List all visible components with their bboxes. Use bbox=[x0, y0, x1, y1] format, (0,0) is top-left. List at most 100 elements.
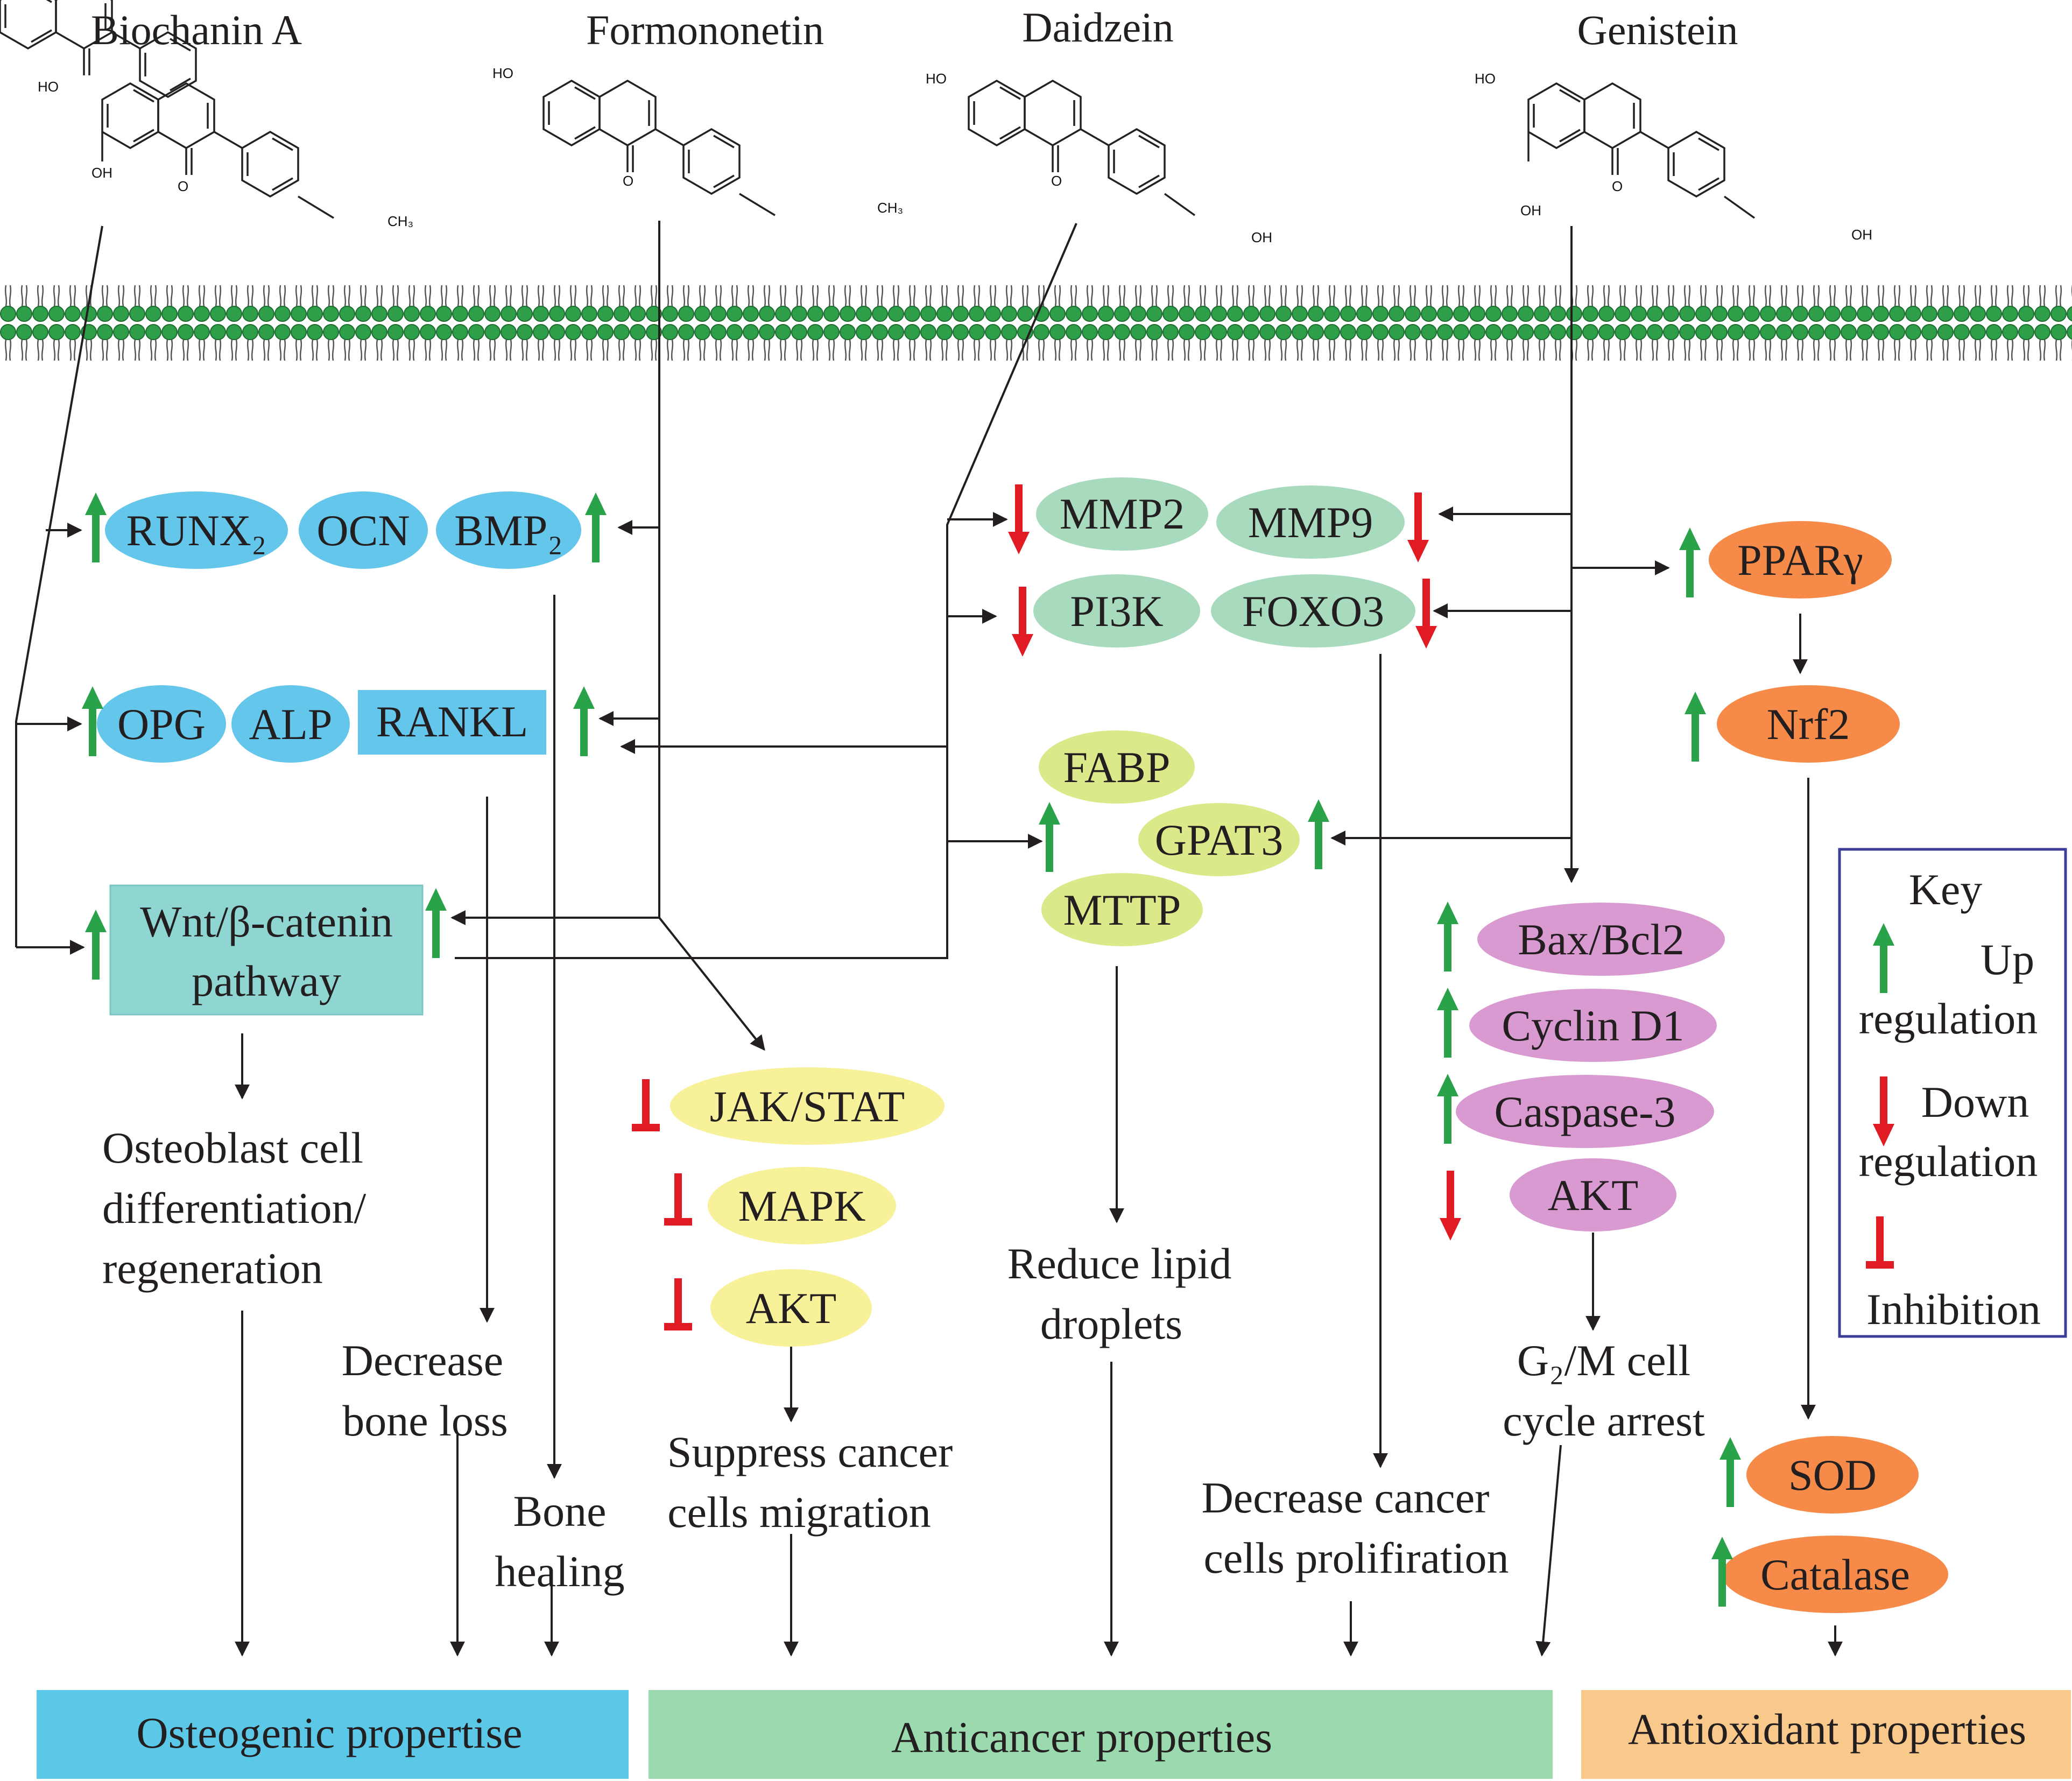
key-up-line1: Up bbox=[1981, 935, 2034, 984]
akt-pink-node bbox=[1510, 1158, 1676, 1231]
biochanin-oh-label: OH bbox=[91, 165, 112, 181]
sod-label: SOD bbox=[1788, 1451, 1877, 1500]
fabp-label: FABP bbox=[1063, 743, 1170, 792]
cell-cycle-line2: cycle arrest bbox=[1503, 1396, 1705, 1445]
anticancer-label: Anticancer properties bbox=[891, 1713, 1272, 1762]
formononetin-ho-label: HO bbox=[492, 65, 513, 81]
key-title: Key bbox=[1909, 865, 1983, 914]
jakstat-label: JAK/STAT bbox=[710, 1082, 905, 1131]
sod-node bbox=[1746, 1436, 1919, 1514]
daidzein-oh-label: OH bbox=[1251, 229, 1272, 245]
osteogenic-bar bbox=[37, 1690, 629, 1779]
bone-healing-line2: healing bbox=[495, 1547, 624, 1596]
compound-title-genistein: Genistein bbox=[1577, 6, 1738, 53]
caspase3-node bbox=[1456, 1075, 1714, 1148]
key-down-line1: Down bbox=[1921, 1078, 2029, 1127]
daidzein-ho-label: HO bbox=[926, 71, 947, 87]
genistein-structure bbox=[1527, 82, 1725, 198]
migration-line2: cells migration bbox=[667, 1488, 931, 1537]
wnt-node bbox=[109, 884, 424, 1016]
biochanin-ho-label: HO bbox=[38, 79, 59, 95]
mmp9-label: MMP9 bbox=[1248, 498, 1373, 547]
ppar-node bbox=[1709, 521, 1892, 599]
mmp2-node bbox=[1036, 477, 1208, 551]
akt-pink-label: AKT bbox=[1548, 1171, 1639, 1220]
ocn-node bbox=[299, 491, 428, 569]
rankl-label: RANKL bbox=[376, 697, 528, 746]
migration-line1: Suppress cancer bbox=[667, 1427, 953, 1476]
baxbcl2-label: Bax/Bcl2 bbox=[1518, 915, 1685, 964]
genistein-o-label: O bbox=[1612, 178, 1623, 194]
bone-loss-line2: bone loss bbox=[342, 1396, 508, 1445]
compound-title-formononetin: Formononetin bbox=[586, 6, 824, 53]
proliferation-line2: cells prolifiration bbox=[1204, 1533, 1509, 1582]
runx2-node bbox=[105, 491, 288, 569]
baxbcl2-node bbox=[1477, 903, 1725, 976]
bmp2-label: BMP₂ bbox=[454, 506, 563, 555]
daidzein-o-label: O bbox=[1051, 173, 1062, 189]
mapk-label: MAPK bbox=[738, 1181, 866, 1230]
cell-cycle-line1: G₂/M cell bbox=[1517, 1336, 1690, 1385]
catalase-label: Catalase bbox=[1760, 1550, 1910, 1599]
isoflavone-structure-template bbox=[0, 0, 197, 98]
cyclind1-node bbox=[1469, 989, 1717, 1062]
alp-label: ALP bbox=[249, 700, 333, 749]
opg-label: OPG bbox=[117, 700, 206, 749]
anticancer-bar bbox=[649, 1690, 1553, 1779]
fabp-node bbox=[1039, 730, 1195, 804]
wnt-label-line2: pathway bbox=[192, 956, 341, 1005]
catalase-node bbox=[1722, 1536, 1948, 1613]
biochanin-o-label: O bbox=[178, 178, 188, 194]
wnt-label-line1: Wnt/β-catenin bbox=[140, 897, 393, 946]
antioxidant-bar bbox=[1581, 1690, 2071, 1779]
antioxidant-label: Antioxidant properties bbox=[1628, 1705, 2026, 1754]
akt-yellow-node bbox=[710, 1269, 872, 1347]
foxo3-node bbox=[1211, 574, 1415, 647]
cyclind1-label: Cyclin D1 bbox=[1502, 1001, 1684, 1050]
mttp-node bbox=[1041, 873, 1203, 946]
rankl-node bbox=[358, 690, 546, 755]
daidzein-line bbox=[455, 223, 1077, 959]
bone-loss-line1: Decrease bbox=[342, 1336, 503, 1385]
osteo-outcome-line2: differentiation/ bbox=[102, 1184, 367, 1233]
runx2-label: RUNX₂ bbox=[126, 506, 267, 555]
compound-title-biochanin-a: Biochanin A bbox=[91, 6, 302, 53]
genistein-oh-label: OH bbox=[1851, 227, 1872, 243]
lipid-line1: Reduce lipid bbox=[1007, 1239, 1232, 1288]
akt-yellow-label: AKT bbox=[746, 1284, 837, 1333]
alp-node bbox=[231, 685, 350, 763]
ocn-label: OCN bbox=[316, 506, 410, 555]
genistein-ho-label: HO bbox=[1475, 71, 1496, 87]
genistein-oh5-label: OH bbox=[1520, 202, 1541, 219]
nrf2-node bbox=[1717, 685, 1900, 763]
pi3k-label: PI3K bbox=[1070, 587, 1163, 636]
key-inhibition: Inhibition bbox=[1866, 1285, 2040, 1334]
key-up-line2: regulation bbox=[1859, 994, 2038, 1043]
osteogenic-label: Osteogenic propertise bbox=[136, 1708, 522, 1757]
pi3k-node bbox=[1033, 574, 1200, 647]
biochanin-a-structure bbox=[101, 82, 299, 198]
proliferation-line1: Decrease cancer bbox=[1202, 1473, 1490, 1522]
mapk-node bbox=[708, 1167, 896, 1244]
mmp9-node bbox=[1216, 485, 1405, 559]
bone-healing-line1: Bone bbox=[513, 1487, 606, 1536]
formononetin-ch3-label: CH₃ bbox=[877, 200, 903, 216]
ppar-label: PPARγ bbox=[1737, 536, 1863, 585]
opg-node bbox=[97, 685, 226, 763]
mttp-label: MTTP bbox=[1063, 885, 1181, 934]
osteo-outcome-line1: Osteoblast cell bbox=[102, 1123, 363, 1172]
biochanin-ch3-label: CH₃ bbox=[387, 213, 413, 229]
jakstat-node bbox=[670, 1067, 945, 1145]
mmp2-label: MMP2 bbox=[1060, 489, 1185, 538]
gpat3-node bbox=[1138, 803, 1300, 876]
formononetin-o-label: O bbox=[623, 173, 633, 189]
gpat3-label: GPAT3 bbox=[1155, 815, 1284, 864]
daidzein-structure bbox=[968, 80, 1166, 195]
compound-title-daidzein: Daidzein bbox=[1022, 4, 1174, 51]
osteo-outcome-line3: regeneration bbox=[102, 1244, 323, 1293]
foxo3-label: FOXO3 bbox=[1242, 587, 1384, 636]
caspase3-label: Caspase-3 bbox=[1494, 1087, 1675, 1136]
key-down-line2: regulation bbox=[1859, 1137, 2038, 1186]
nrf2-label: Nrf2 bbox=[1767, 700, 1850, 749]
